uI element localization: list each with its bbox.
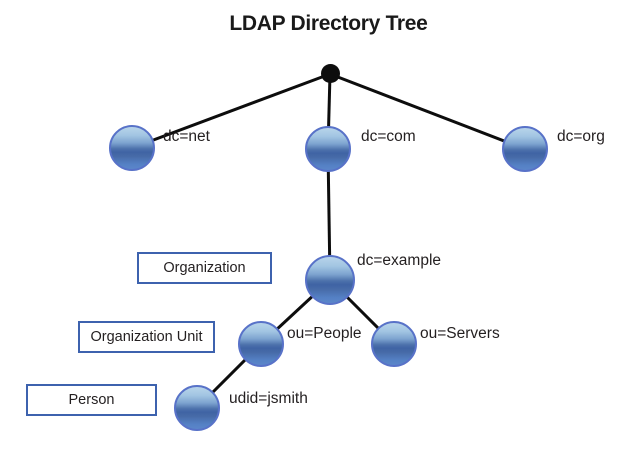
level-box-organization-unit-label: Organization Unit xyxy=(90,329,203,345)
node-label-dc-net: dc=net xyxy=(163,128,210,145)
node-ou-people xyxy=(238,321,284,367)
node-dc-net xyxy=(109,125,155,171)
diagram-title: LDAP Directory Tree xyxy=(229,12,428,35)
node-label-ou-people: ou=People xyxy=(287,325,362,342)
edge-root-dcorg xyxy=(329,72,526,151)
node-dc-org xyxy=(502,126,548,172)
node-label-dc-example: dc=example xyxy=(357,252,442,269)
node-ou-servers xyxy=(371,321,417,367)
level-box-organization-unit: Organization Unit xyxy=(78,321,215,353)
node-label-dc-com: dc=com xyxy=(361,128,416,145)
node-root xyxy=(321,64,340,83)
level-box-organization-label: Organization xyxy=(163,260,246,276)
level-box-person: Person xyxy=(26,384,157,416)
node-dc-com xyxy=(305,126,351,172)
level-box-organization: Organization xyxy=(137,252,272,284)
node-label-udid-jsmith: udid=jsmith xyxy=(229,390,308,407)
edge-root-dcnet xyxy=(131,72,331,150)
level-box-person-label: Person xyxy=(68,392,115,408)
node-dc-example xyxy=(305,255,355,305)
node-label-dc-org: dc=org xyxy=(557,128,605,145)
node-udid-jsmith xyxy=(174,385,220,431)
node-label-ou-servers: ou=Servers xyxy=(420,325,500,342)
